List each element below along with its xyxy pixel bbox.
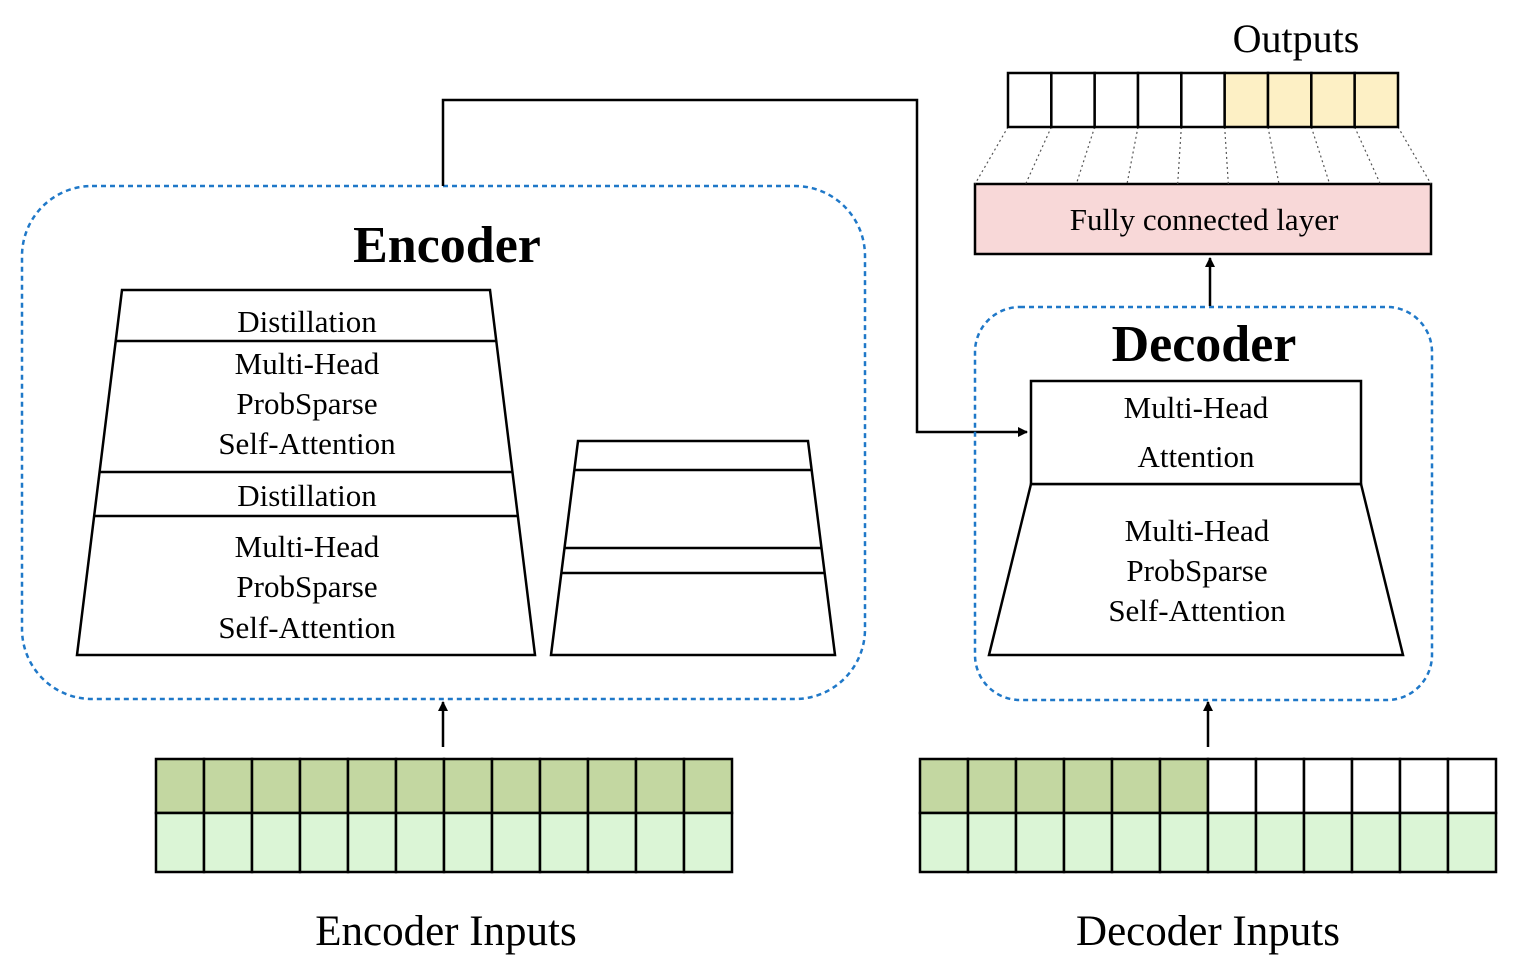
output-cell (1136, 71, 1183, 129)
decoder-input-top-cell (1350, 757, 1402, 815)
decoder-input-bottom-cell (1350, 811, 1402, 874)
decoder-input-bottom-cell (1014, 811, 1066, 874)
decoder-self-attn-line-2: ProbSparse (1126, 553, 1267, 588)
decoder-input-bottom-cell (918, 811, 970, 874)
decoder-input-bottom-cell (1110, 811, 1162, 874)
decoder-input-top-cell (1446, 757, 1498, 815)
decoder-self-attn-line-1: Multi-Head (1125, 513, 1270, 548)
decoder-input-grid (918, 757, 1498, 874)
output-projection-line (1397, 126, 1432, 185)
decoder-inputs-label: Decoder Inputs (1076, 908, 1340, 955)
encoder-stack-secondary (549, 439, 837, 657)
encoder-attn-1-line-1: Multi-Head (235, 346, 380, 381)
decoder-container (973, 305, 1434, 702)
output-cell (1050, 71, 1096, 129)
output-projection-lines (974, 126, 1432, 185)
output-projection-line (1310, 126, 1331, 185)
encoder-attn-2-line-1: Multi-Head (235, 529, 380, 564)
decoder-self-attn-line-3: Self-Attention (1108, 593, 1286, 628)
encoder-input-top-cell (202, 757, 254, 815)
encoder-distillation-2: Distillation (237, 478, 377, 513)
encoder-attn-2-line-2: ProbSparse (236, 569, 377, 604)
encoder-input-top-cell (442, 757, 494, 815)
encoder-input-top-cell (394, 757, 446, 815)
output-cell (1266, 71, 1313, 129)
decoder-input-bottom-cell (1302, 811, 1354, 874)
output-projection-line (1267, 126, 1280, 185)
encoder-input-top-cell (538, 757, 590, 815)
encoder-stack-main (75, 288, 537, 657)
encoder-input-bottom-cell (346, 811, 398, 874)
decoder-input-bottom-cell (1446, 811, 1498, 874)
output-projection-line (1075, 126, 1096, 185)
decoder-input-bottom-cell (1206, 811, 1258, 874)
decoder-input-top-cell (1254, 757, 1306, 815)
output-cell (1353, 71, 1400, 129)
encoder-input-bottom-cell (202, 811, 254, 874)
output-grid (1006, 71, 1400, 129)
encoder-inputs-label: Encoder Inputs (315, 908, 577, 955)
decoder-input-bottom-cell (1254, 811, 1306, 874)
decoder-input-top-cell (1398, 757, 1450, 815)
decoder-input-top-cell (1158, 757, 1210, 815)
decoder-input-top-cell (1302, 757, 1354, 815)
encoder-title: Encoder (353, 217, 541, 274)
output-projection-line (1354, 126, 1381, 185)
decoder-input-top-cell (1110, 757, 1162, 815)
decoder-input-top-cell (1014, 757, 1066, 815)
encoder-input-top-cell (346, 757, 398, 815)
decoder-input-bottom-cell (966, 811, 1018, 874)
output-projection-line (1126, 126, 1139, 185)
encoder-input-bottom-cell (154, 811, 206, 874)
encoder-input-top-cell (586, 757, 638, 815)
output-projection-line (1177, 126, 1182, 185)
decoder-cross-attn-line-1: Multi-Head (1124, 390, 1269, 425)
output-projection-line (974, 126, 1009, 185)
decoder-cross-attn-line-2: Attention (1137, 439, 1255, 474)
encoder-input-bottom-cell (682, 811, 734, 874)
encoder-input-bottom-cell (298, 811, 350, 874)
encoder-input-top-cell (490, 757, 542, 815)
decoder-input-top-cell (918, 757, 970, 815)
output-cell (1093, 71, 1140, 129)
decoder-input-bottom-cell (1158, 811, 1210, 874)
encoder-input-bottom-cell (586, 811, 638, 874)
encoder-input-bottom-cell (394, 811, 446, 874)
output-cell (1310, 71, 1356, 129)
output-cell (1006, 71, 1053, 129)
encoder-input-bottom-cell (538, 811, 590, 874)
fully-connected-layer (973, 182, 1433, 256)
encoder-attn-2-line-3: Self-Attention (218, 610, 396, 645)
decoder-input-top-cell (1062, 757, 1114, 815)
encoder-attn-1-line-3: Self-Attention (218, 426, 396, 461)
decoder-input-top-cell (966, 757, 1018, 815)
encoder-input-top-cell (250, 757, 302, 815)
encoder-input-top-cell (634, 757, 686, 815)
encoder-input-top-cell (682, 757, 734, 815)
output-cell (1180, 71, 1226, 129)
encoder-input-grid (154, 757, 734, 874)
encoder-to-decoder-connector (441, 98, 1028, 437)
decoder-input-bottom-cell (1062, 811, 1114, 874)
fully-connected-layer-label: Fully connected layer (1070, 202, 1339, 237)
encoder-input-bottom-cell (634, 811, 686, 874)
output-cell (1223, 71, 1270, 129)
decoder-input-top-cell (1206, 757, 1258, 815)
outputs-label: Outputs (1233, 16, 1360, 61)
encoder-input-top-cell (298, 757, 350, 815)
encoder-input-bottom-cell (250, 811, 302, 874)
encoder-input-bottom-cell (442, 811, 494, 874)
encoder-input-top-cell (154, 757, 206, 815)
decoder-cross-attention-block (1029, 379, 1363, 486)
encoder-input-bottom-cell (490, 811, 542, 874)
decoder-input-bottom-cell (1398, 811, 1450, 874)
encoder-attn-1-line-2: ProbSparse (236, 386, 377, 421)
encoder-distillation-1: Distillation (237, 304, 377, 339)
output-projection-line (1025, 126, 1052, 185)
output-projection-line (1224, 126, 1229, 185)
decoder-title: Decoder (1112, 316, 1297, 373)
